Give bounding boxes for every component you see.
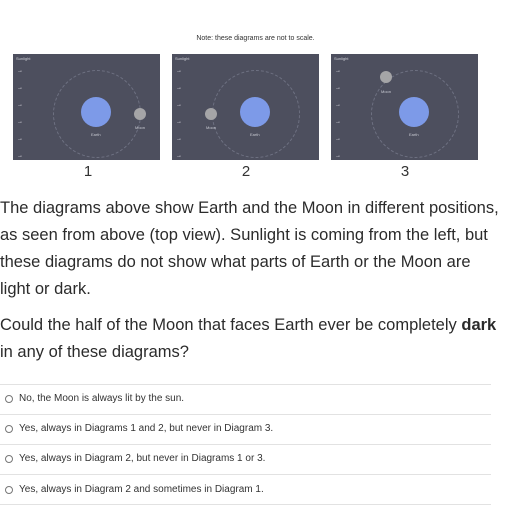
radio-icon[interactable] <box>5 424 13 433</box>
earth <box>399 97 429 127</box>
earth-label: Earth <box>250 132 260 137</box>
moon <box>205 108 217 120</box>
earth-label: Earth <box>409 132 419 137</box>
note-text: Note: these diagrams are not to scale. <box>196 35 315 42</box>
option-label: Yes, always in Diagram 2 and sometimes i… <box>19 484 264 495</box>
question-text-end: in any of these diagrams? <box>0 343 189 361</box>
diagram-number-3: 3 <box>400 163 410 180</box>
radio-icon[interactable] <box>5 485 13 494</box>
question-text-start: Could the half of the Moon that faces Ea… <box>0 316 457 334</box>
option-divider <box>0 444 491 445</box>
option-label: Yes, always in Diagram 2, but never in D… <box>19 453 266 464</box>
option-divider <box>0 414 491 415</box>
question-emphasis: dark <box>461 316 497 334</box>
moon-label: Moon <box>135 125 146 130</box>
orbit-path <box>371 70 459 158</box>
moon <box>134 108 146 120</box>
question-context: The diagrams above show Earth and the Mo… <box>0 199 499 298</box>
radio-icon[interactable] <box>5 394 13 403</box>
earth-label: Earth <box>91 132 101 137</box>
sunlight-arrows: →→→→→→ <box>17 68 23 159</box>
sunlight-label: Sunlight <box>334 56 349 61</box>
diagram-number-1: 1 <box>83 163 93 180</box>
moon-label: Moon <box>206 125 217 130</box>
diagram-1: Sunlight →→→→→→ Earth Moon <box>13 54 160 160</box>
option-divider <box>0 504 491 505</box>
option-divider <box>0 384 491 385</box>
answer-option-3[interactable]: Yes, always in Diagram 2, but never in D… <box>5 453 265 464</box>
earth <box>240 97 270 127</box>
sunlight-arrows: →→→→→→ <box>176 68 182 159</box>
option-divider <box>0 474 491 475</box>
answer-option-2[interactable]: Yes, always in Diagrams 1 and 2, but nev… <box>5 423 273 434</box>
answer-option-4[interactable]: Yes, always in Diagram 2 and sometimes i… <box>5 484 264 495</box>
question-prompt: Could the half of the Moon that faces Ea… <box>0 312 505 366</box>
moon-label: Moon <box>381 89 392 94</box>
option-label: No, the Moon is always lit by the sun. <box>19 393 185 404</box>
option-label: Yes, always in Diagrams 1 and 2, but nev… <box>19 423 274 434</box>
answer-option-1[interactable]: No, the Moon is always lit by the sun. <box>5 393 184 404</box>
sunlight-label: Sunlight <box>175 56 190 61</box>
radio-icon[interactable] <box>5 454 13 463</box>
diagram-number-2: 2 <box>241 163 251 180</box>
sunlight-arrows: →→→→→→ <box>335 68 341 159</box>
earth <box>81 97 111 127</box>
sunlight-label: Sunlight <box>16 56 31 61</box>
diagram-3: Sunlight →→→→→→ Earth Moon <box>331 54 478 160</box>
moon <box>380 71 392 83</box>
diagram-2: Sunlight →→→→→→ Earth Moon <box>172 54 319 160</box>
